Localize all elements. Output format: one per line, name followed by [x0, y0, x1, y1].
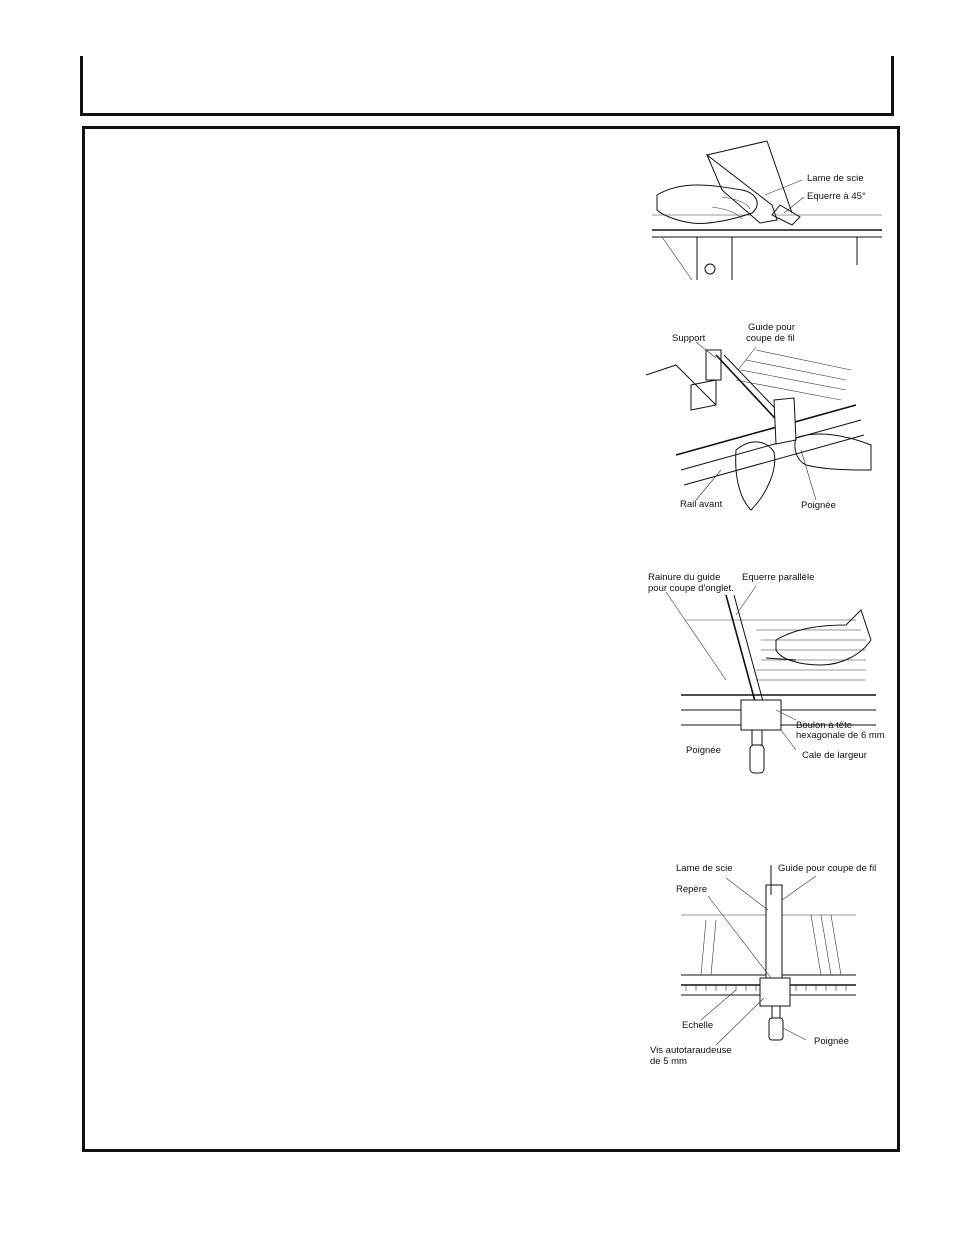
label-poignee-4: Poignée [814, 1036, 849, 1047]
label-boulon-tete: Boulon à tête [796, 720, 852, 731]
label-echelle: Echelle [682, 1020, 714, 1031]
blade-square-illustration [652, 140, 882, 281]
label-de-5mm: de 5 mm [650, 1056, 687, 1067]
label-coupe-onglet: pour coupe d'onglet. [648, 583, 734, 594]
label-coupe-de-fil: coupe de fil [746, 333, 795, 344]
label-poignee-3: Poignée [686, 745, 721, 756]
scale-indicator-illustration [681, 865, 856, 1046]
figure-blade-square: Lame de scie Equerre à 45° [652, 135, 882, 285]
rip-fence-install-illustration [645, 341, 872, 511]
label-hexagonale-6mm: hexagonale de 6 mm [796, 730, 885, 741]
label-rainure-guide: Rainure du guide [648, 572, 721, 583]
label-cale-de-largeur: Cale de largeur [802, 750, 867, 761]
label-guide-coupe-fil-4: Guide pour coupe de fil [778, 863, 877, 874]
label-rail-avant: Rail avant [680, 499, 723, 510]
figure-fence-alignment: Rainure du guide pour coupe d'onglet. Eq… [646, 570, 886, 774]
label-poignee: Poignée [801, 500, 836, 511]
label-repere: Repère [676, 884, 708, 895]
label-support: Support [672, 333, 706, 344]
label-lame-de-scie: Lame de scie [807, 173, 864, 184]
label-equerre-45: Equerre à 45° [807, 191, 866, 202]
figure-rip-fence-install: Support Guide pour coupe de fil Rail ava… [645, 320, 880, 520]
fence-alignment-illustration [665, 585, 876, 774]
page-header-box [80, 56, 894, 116]
figure-scale-indicator: Lame de scie Guide pour coupe de fil Rep… [646, 860, 886, 1072]
label-lame-de-scie-4: Lame de scie [676, 863, 733, 874]
label-vis-autotaraudeuse: Vis autotaraudeuse [650, 1045, 732, 1056]
label-guide-pour: Guide pour [748, 322, 796, 333]
content-frame [82, 126, 900, 1152]
label-equerre-parallele: Equerre parallèle [742, 572, 815, 583]
